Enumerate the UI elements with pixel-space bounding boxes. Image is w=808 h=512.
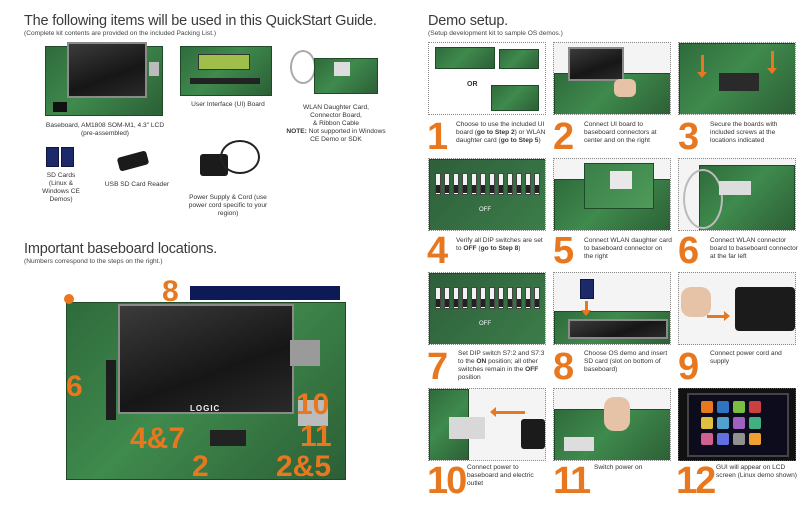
step8-text: Choose OS demo and insert SD card (slot … — [584, 350, 668, 373]
step12-photo — [678, 388, 796, 461]
step4-text: Verify all DIP switches are set to OFF (… — [456, 237, 550, 253]
step2-text: Connect UI board to baseboard connectors… — [584, 121, 657, 144]
baseboard-large: LOGIC — [60, 280, 352, 485]
step11-text: Switch power on — [594, 464, 643, 471]
dip-off-label-4: OFF — [479, 207, 491, 213]
baseboard-photo — [45, 42, 163, 118]
location-2-5: 2&5 — [276, 450, 332, 483]
step4-photo: OFF — [428, 158, 546, 231]
step1-text: Choose to use the included UI board (go … — [456, 121, 550, 145]
demo-title: Demo setup. — [428, 13, 509, 29]
step6-number: 6 — [678, 230, 699, 272]
wlan-line1: WLAN Daughter Card, — [303, 104, 369, 111]
step1-text-bold1: go to Step 2 — [476, 129, 515, 136]
step2-number: 2 — [553, 116, 574, 158]
step5-number: 5 — [553, 230, 574, 272]
demo-subtitle: (Setup development kit to sample OS demo… — [428, 30, 563, 37]
step1-text-a: Choose to use the included UI board ( — [456, 121, 545, 136]
step10-photo — [428, 388, 546, 461]
step4-number: 4 — [427, 230, 448, 272]
items-title: The following items will be used in this… — [24, 13, 377, 29]
step1-text-c: ) — [538, 137, 541, 144]
step1-photo: OR — [428, 42, 546, 115]
step9-text: Connect power cord and supply — [710, 350, 782, 365]
step6-text: Connect WLAN connector board to baseboar… — [710, 237, 798, 260]
step8-photo — [553, 272, 671, 345]
logic-logo: LOGIC — [190, 404, 221, 413]
step3-text: Secure the boards with included screws a… — [710, 121, 778, 144]
step3-photo — [678, 42, 796, 115]
sd-cards-caption: SD Cards (Linux & Windows CE Demos) — [42, 172, 80, 203]
step3-number: 3 — [678, 116, 699, 158]
step6-photo — [678, 158, 796, 231]
step7-text: Set DIP switch S7:2 and S7:3 to the ON p… — [458, 350, 550, 382]
step7-number: 7 — [427, 346, 448, 388]
usb-reader-photo — [116, 150, 154, 172]
location-2: 2 — [192, 450, 209, 483]
location-10: 10 — [296, 388, 330, 421]
step12-number: 12 — [676, 460, 716, 502]
step5-photo — [553, 158, 671, 231]
ui-board-photo — [180, 46, 272, 96]
step7-text-c: position — [458, 374, 481, 381]
wlan-photo — [288, 44, 380, 98]
power-supply-caption: Power Supply & Cord (use power cord spec… — [188, 194, 268, 217]
ui-board-caption: User Interface (UI) Board — [191, 101, 265, 108]
step9-photo — [678, 272, 796, 345]
step5-text: Connect WLAN daughter card to baseboard … — [584, 237, 672, 260]
step2-photo — [553, 42, 671, 115]
step7-photo: OFF — [428, 272, 546, 345]
step1-text-b: ) or WLAN daughter card ( — [456, 129, 546, 144]
step4-text-bold2: go to Step 8 — [480, 245, 519, 252]
step4-text-c: ) — [518, 245, 521, 252]
step7-text-a: Set DIP switch S7:2 and S7:3 to the — [458, 350, 545, 365]
location-8: 8 — [162, 275, 179, 308]
locations-title: Important baseboard locations. — [24, 241, 218, 257]
step10-number: 10 — [427, 460, 467, 502]
step11-photo — [553, 388, 671, 461]
or-label: OR — [467, 81, 478, 88]
step10-text: Connect power to baseboard and electric … — [467, 464, 534, 487]
step7-text-b: position; all other switches remain in t… — [458, 358, 538, 373]
power-supply-photo — [196, 140, 266, 192]
baseboard-caption: Baseboard, AM1808 SOM-M1, 4.3" LCD (pre-… — [45, 122, 165, 137]
step1-text-bold2: go to Step 5 — [500, 137, 539, 144]
step4-text-a: Verify all DIP switches are set to — [456, 237, 543, 252]
step7-text-bold2: OFF — [525, 366, 539, 373]
step9-number: 9 — [678, 346, 699, 388]
locations-subtitle: (Numbers correspond to the steps on the … — [24, 258, 163, 265]
items-subtitle: (Complete kit contents are provided on t… — [24, 30, 217, 37]
usb-reader-caption: USB SD Card Reader — [104, 181, 170, 188]
wlan-caption: WLAN Daughter Card, Connector Board, & R… — [284, 104, 388, 144]
step12-text: GUI will appear on LCD screen (Linux dem… — [716, 464, 797, 479]
step8-number: 8 — [553, 346, 574, 388]
dip-off-label-7: OFF — [479, 321, 491, 327]
location-4-7: 4&7 — [130, 422, 186, 455]
location-6: 6 — [66, 370, 83, 403]
sd-cards-photo — [46, 147, 76, 169]
wlan-line2: Connector Board, — [310, 112, 362, 119]
step1-number: 1 — [427, 116, 448, 158]
step4-text-bold1: OFF — [463, 245, 477, 252]
wlan-note-text: Not supported in Windows CE Demo or SDK — [308, 128, 386, 143]
step4-text-b: ( — [476, 245, 481, 252]
step11-number: 11 — [553, 460, 591, 502]
wlan-line3: & Ribbon Cable — [312, 120, 360, 127]
location-11: 11 — [300, 420, 332, 453]
wlan-note-label: NOTE: — [286, 128, 307, 135]
step7-text-bold1: ON — [476, 358, 487, 365]
